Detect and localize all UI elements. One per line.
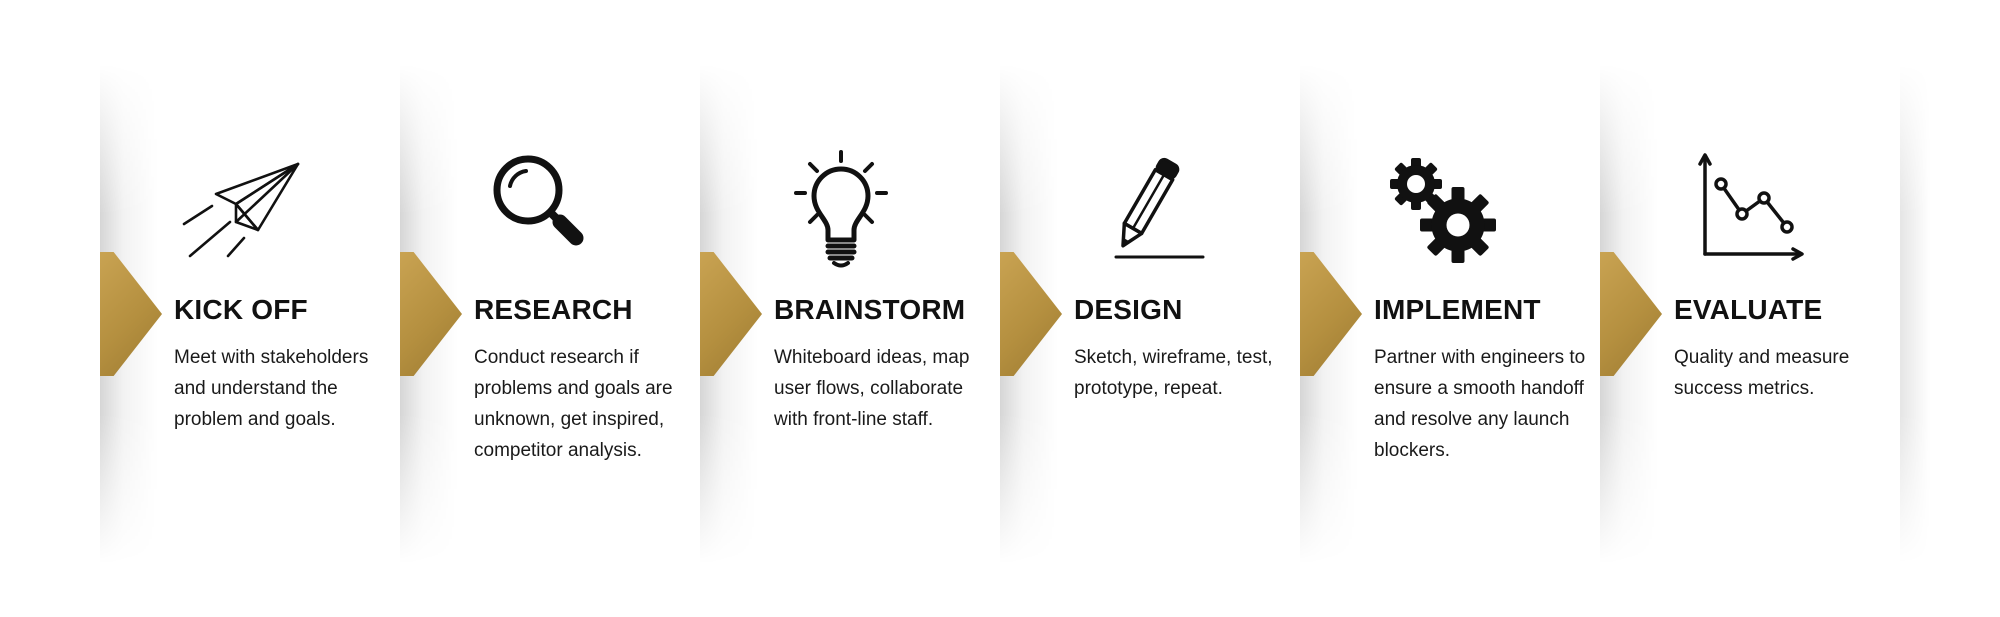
step-title: RESEARCH [474,294,633,325]
step-description: Partner with engineers to ensure a smoot… [1374,347,1586,461]
paper-plane-icon [176,146,306,276]
lightbulb-icon [776,146,906,276]
gears-icon [1376,146,1506,276]
step-title: EVALUATE [1674,294,1823,325]
step-description: Sketch, wireframe, test, prototype, repe… [1074,347,1273,399]
step-research: RESEARCH Conduct research if problems an… [400,64,700,564]
step-brainstorm: BRAINSTORM Whiteboard ideas, map user fl… [700,64,1000,564]
step-description: Quality and measure success metrics. [1674,347,1850,399]
step-description: Conduct research if problems and goals a… [474,347,673,461]
step-evaluate: EVALUATE Quality and measure success met… [1600,64,1900,564]
step-arrow [1300,252,1362,376]
step-kick-off: KICK OFF Meet with stakeholders and unde… [100,64,400,564]
step-arrow [400,252,462,376]
magnifying-glass-icon [476,146,606,276]
step-arrow [1000,252,1062,376]
step-title: IMPLEMENT [1374,294,1541,325]
step-title: DESIGN [1074,294,1183,325]
step-design: DESIGN Sketch, wireframe, test, prototyp… [1000,64,1300,564]
pencil-icon [1076,146,1206,276]
step-description: Whiteboard ideas, map user flows, collab… [774,347,970,430]
line-chart-icon [1676,146,1806,276]
step-arrow [700,252,762,376]
step-arrow [1600,252,1662,376]
step-implement: IMPLEMENT Partner with engineers to ensu… [1300,64,1600,564]
step-title: BRAINSTORM [774,294,966,325]
step-description: Meet with stakeholders and understand th… [174,347,369,430]
step-title: KICK OFF [174,294,308,325]
step-arrow [100,252,162,376]
process-diagram: KICK OFF Meet with stakeholders and unde… [100,64,1900,564]
